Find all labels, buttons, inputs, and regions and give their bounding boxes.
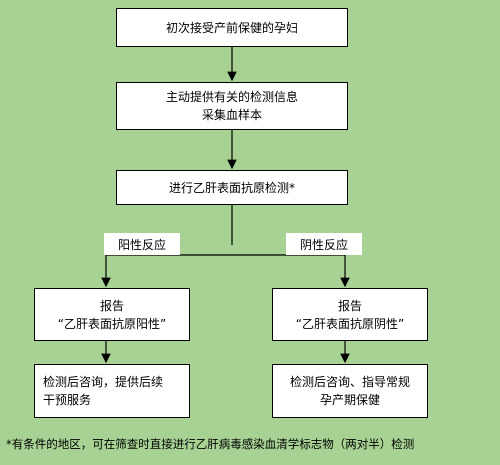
- positive-reaction-text: 阳性反应: [117, 237, 166, 252]
- positive-action-line-2: 干预服务: [43, 393, 92, 407]
- positive-action-line-1: 检测后咨询，提供后续: [43, 375, 164, 389]
- positive-report-result: “乙肝表面抗原阳性”: [57, 316, 167, 331]
- negative-report-box: 报告 “乙肝表面抗原阴性”: [272, 288, 428, 341]
- connector-split-right: [232, 254, 350, 288]
- negative-report-title: 报告: [337, 298, 362, 313]
- negative-action-line-2: 孕产期保健: [319, 393, 380, 407]
- negative-action-box: 检测后咨询、指导常规 孕产期保健: [272, 364, 428, 418]
- negative-report-result: “乙肝表面抗原阴性”: [295, 316, 405, 331]
- positive-report-title: 报告: [99, 298, 124, 313]
- footnote: *有条件的地区，可在筛查时直接进行乙肝病毒感染血清学标志物（两对半）检测: [6, 437, 415, 451]
- step-1-text: 初次接受产前保健的孕妇: [165, 20, 298, 35]
- step-3-text: 进行乙肝表面抗原检测*: [168, 180, 295, 195]
- positive-reaction-label: 阳性反应: [104, 233, 180, 255]
- negative-reaction-label: 阴性反应: [286, 233, 362, 255]
- step-initial-prenatal-women: 初次接受产前保健的孕妇: [116, 8, 348, 47]
- step-provide-info-collect-blood: 主动提供有关的检测信息 采集血样本: [116, 82, 348, 130]
- step-hbsag-test: 进行乙肝表面抗原检测*: [116, 170, 348, 205]
- negative-action-line-1: 检测后咨询、指导常规: [289, 375, 410, 389]
- positive-report-box: 报告 “乙肝表面抗原阳性”: [34, 288, 190, 341]
- negative-reaction-text: 阴性反应: [299, 237, 348, 252]
- positive-action-box: 检测后咨询，提供后续 干预服务: [34, 364, 190, 418]
- connector-split-left: [101, 254, 232, 288]
- step-2-text-line-2: 采集血样本: [201, 108, 262, 122]
- step-2-text-line-1: 主动提供有关的检测信息: [165, 90, 298, 104]
